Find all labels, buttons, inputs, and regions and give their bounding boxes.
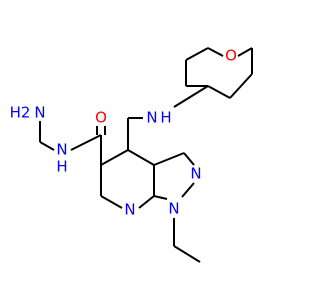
bond	[70, 134, 102, 151]
hydrazide-nitrogen-label: N	[56, 141, 67, 159]
terminal-nitrogen-label: N	[34, 104, 45, 122]
ethyl-group	[173, 218, 201, 263]
bond	[173, 245, 201, 263]
terminal-nitrogen-h2-label: H2	[10, 104, 31, 122]
bond	[100, 195, 123, 209]
bond	[39, 141, 55, 151]
pyrazole-n2-label: N	[190, 165, 201, 183]
bond	[237, 47, 253, 57]
pyrazolopyridine-core	[100, 149, 195, 209]
bond	[207, 85, 231, 99]
bond	[183, 152, 195, 166]
pyrazole-n1-label: N	[168, 200, 179, 218]
molecule-canvas: O N H O N H N H2 N N N	[9, 46, 253, 263]
carbohydrazide-group	[39, 121, 106, 165]
molecule-structure: O N H O N H N H2 N N N	[10, 47, 253, 263]
bond	[229, 73, 253, 99]
ring-oxygen-label: O	[225, 47, 237, 65]
bond	[173, 85, 209, 108]
amine-linker	[127, 85, 209, 150]
bond	[181, 182, 195, 198]
bond	[127, 149, 155, 166]
bond	[185, 47, 209, 61]
pyridine-nitrogen-label: N	[124, 201, 135, 219]
oxane-ring	[185, 47, 253, 99]
amine-nitrogen-label: N	[146, 109, 157, 127]
bond	[207, 47, 224, 57]
amine-hydrogen-label: H	[160, 109, 171, 127]
carbonyl-oxygen-label: O	[95, 109, 107, 127]
bond	[100, 149, 129, 166]
bond	[138, 195, 155, 209]
bond	[153, 195, 168, 200]
hydrazide-hydrogen-label: H	[56, 158, 67, 176]
bond	[153, 152, 185, 166]
